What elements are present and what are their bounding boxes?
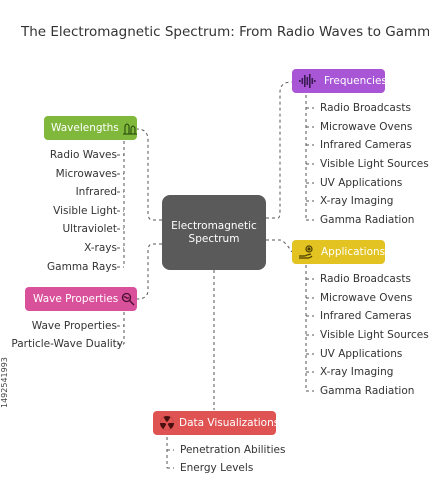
- branch-wave-properties-label: Wave Properties: [33, 293, 119, 305]
- applications-item: UV Applications: [320, 348, 403, 360]
- wavelengths-item: X-rays: [84, 242, 117, 254]
- branch-wave-properties: Wave Properties: [25, 287, 137, 311]
- wavelengths-item: Microwaves: [55, 168, 117, 180]
- wave-properties-item: Particle-Wave Duality: [11, 338, 123, 350]
- branch-applications: Applications: [292, 240, 385, 264]
- frequencies-item: Infrared Cameras: [320, 139, 412, 151]
- frequencies-item: Microwave Ovens: [320, 121, 413, 133]
- wave-properties-item: Wave Properties: [31, 320, 117, 332]
- applications-item: Radio Broadcasts: [320, 273, 411, 285]
- center-node: Electromagnetic Spectrum: [162, 195, 266, 270]
- branch-frequencies-label: Frequencies: [324, 75, 387, 87]
- wavelengths-item: Gamma Rays: [47, 261, 117, 273]
- wavelengths-item: Ultraviolet: [62, 223, 117, 235]
- link-wavelengths: [136, 128, 162, 221]
- wavelengths-item: Radio Waves: [49, 149, 117, 161]
- center-node-label-line2: Spectrum: [188, 232, 240, 245]
- branch-frequencies: Frequencies: [292, 69, 387, 93]
- frequencies-item: Visible Light Sources: [320, 158, 429, 170]
- gears-hand-icon: [298, 244, 316, 260]
- branch-data-visualizations: Data Visualizations: [153, 411, 280, 435]
- data-visualizations-item: Penetration Abilities: [180, 444, 286, 456]
- page-title: The Electromagnetic Spectrum: From Radio…: [21, 24, 429, 40]
- sound-wave-icon: [298, 73, 316, 89]
- frequencies-item: Gamma Radiation: [320, 214, 415, 226]
- branch-wavelengths-label: Wavelengths: [51, 122, 119, 134]
- wavelengths-item: Infrared: [75, 186, 117, 198]
- link-frequencies: [266, 81, 293, 219]
- branch-applications-label: Applications: [321, 246, 386, 258]
- stock-id-watermark: 1492541993: [0, 357, 9, 408]
- branch-wavelengths: Wavelengths: [44, 116, 137, 140]
- radiation-icon: [159, 415, 175, 431]
- applications-item: Visible Light Sources: [320, 329, 429, 341]
- frequencies-item: UV Applications: [320, 177, 403, 189]
- frequencies-item: X-ray Imaging: [320, 195, 394, 207]
- applications-item: Infrared Cameras: [320, 310, 412, 322]
- wave-measure-icon: [122, 120, 138, 136]
- center-node-label-line1: Electromagnetic: [171, 219, 257, 232]
- branch-data-visualizations-label: Data Visualizations: [179, 417, 280, 429]
- applications-item: Microwave Ovens: [320, 292, 413, 304]
- applications-item: Gamma Radiation: [320, 385, 415, 397]
- link-applications: [266, 239, 293, 253]
- magnifier-icon: [121, 292, 135, 306]
- frequencies-item: Radio Broadcasts: [320, 102, 411, 114]
- link-wave-properties: [136, 243, 162, 300]
- applications-item: X-ray Imaging: [320, 366, 394, 378]
- wavelengths-item: Visible Light: [53, 205, 117, 217]
- data-visualizations-item: Energy Levels: [180, 462, 254, 474]
